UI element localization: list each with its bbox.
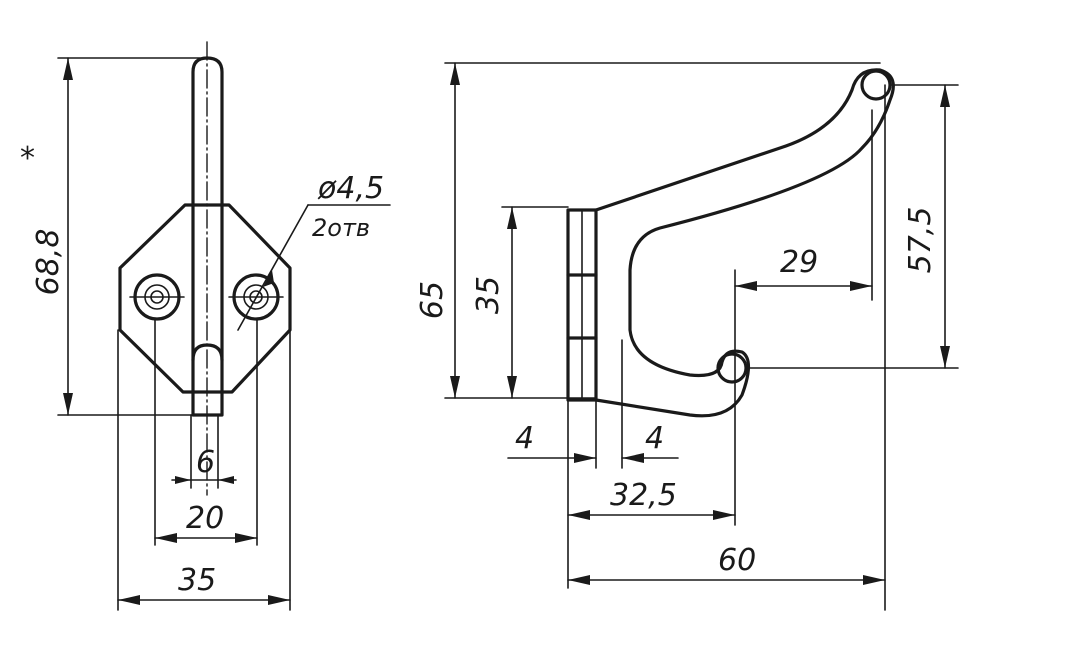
- dim-35-arrow-right: [268, 595, 290, 605]
- front-height-mark: *: [20, 141, 35, 176]
- dim-4-right-arrow: [622, 453, 644, 463]
- dim-57-arrow-top: [940, 85, 950, 107]
- dim-60-arrow-left: [568, 575, 590, 585]
- total-width-label: 60: [718, 543, 756, 578]
- dim-32-arrow-right: [713, 510, 735, 520]
- plate-height-label: 35: [471, 276, 506, 314]
- dim-65-arrow-top: [450, 63, 460, 85]
- hook-height-label: 57,5: [903, 207, 938, 274]
- dim-35s-arrow-bottom: [507, 376, 517, 398]
- reach-lower-label: 32,5: [610, 478, 677, 513]
- thickness-left-label: 4: [515, 421, 534, 456]
- left-mounting-hole: [129, 273, 185, 321]
- front-plate-outline: [118, 203, 292, 394]
- strip-width-label: 6: [196, 445, 215, 480]
- dim-6-arrow-right: [218, 476, 234, 484]
- hook-bottom-circle: [716, 352, 748, 384]
- plate-width-label: 35: [178, 563, 216, 598]
- front-strip-lower-end: [191, 343, 224, 362]
- dim-35s-arrow-top: [507, 207, 517, 229]
- dim-65-arrow-bottom: [450, 376, 460, 398]
- dim-32-arrow-left: [568, 510, 590, 520]
- side-view: 65 35 29 57,5 4 4 32,5 60: [415, 62, 959, 611]
- dim-57-arrow-bottom: [940, 346, 950, 368]
- dim-20-arrow-right: [235, 533, 257, 543]
- front-height-arrow-bottom: [63, 393, 73, 415]
- hole-count-label: 2отв: [312, 214, 370, 242]
- dim-29-arrow-right: [850, 281, 872, 291]
- hole-leader-arrow: [263, 270, 274, 287]
- dim-29-arrow-left: [735, 281, 757, 291]
- front-height-arrow-top: [63, 58, 73, 80]
- hole-leader-line: [237, 204, 309, 331]
- dim-35-arrow-left: [118, 595, 140, 605]
- dim-20-arrow-left: [155, 533, 177, 543]
- total-height-label: 65: [415, 281, 450, 319]
- thickness-right-label: 4: [645, 421, 664, 456]
- hole-spacing-label: 20: [186, 501, 224, 536]
- front-view: 68,8 * ø4,5 2отв 6 20 35: [20, 41, 391, 611]
- dim-4-left-arrow: [574, 453, 596, 463]
- hole-diameter-label: ø4,5: [317, 171, 384, 206]
- dim-60-arrow-right: [863, 575, 885, 585]
- front-height-label: 68,8: [31, 229, 66, 296]
- reach-upper-label: 29: [780, 245, 818, 280]
- front-strip-outline: [191, 56, 224, 417]
- dim-6-arrow-left: [175, 476, 191, 484]
